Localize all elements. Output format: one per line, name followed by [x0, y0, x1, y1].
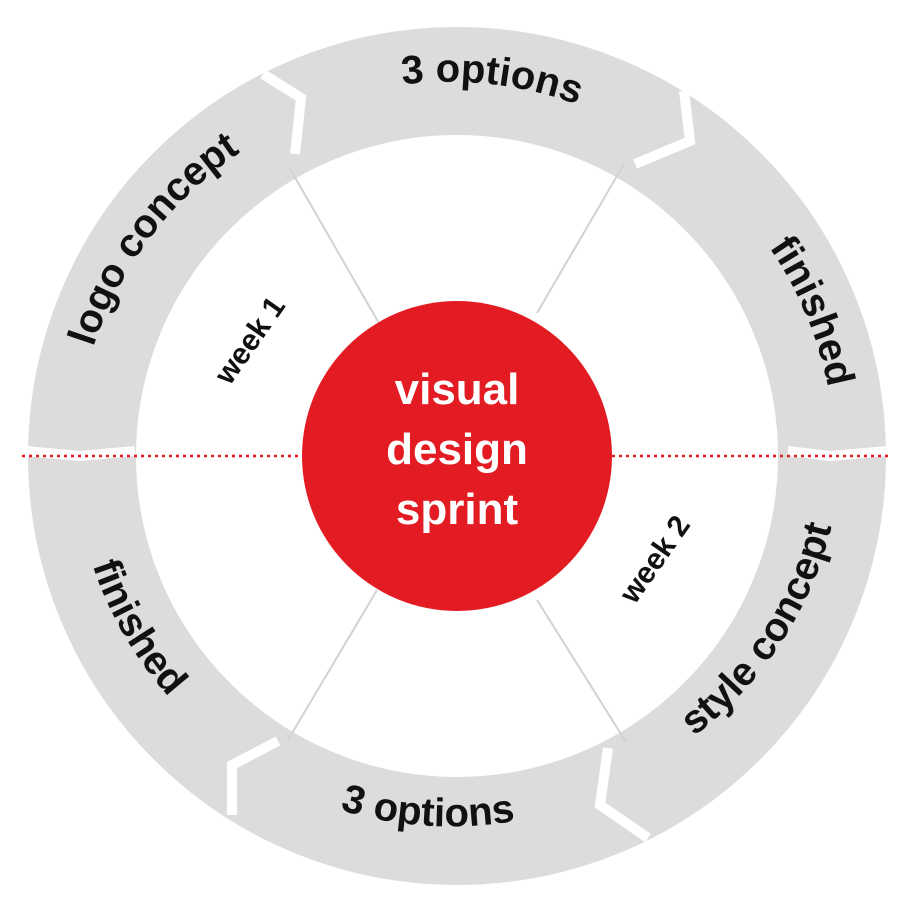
arrow-gap-2 [633, 90, 696, 169]
arrow-gap-5 [227, 736, 281, 815]
spoke-lower-right [536, 599, 627, 743]
week-2-label: week 2 [613, 510, 697, 610]
spoke-upper-left [288, 166, 381, 326]
center-circle [302, 301, 612, 611]
arrow-gap-4 [594, 747, 651, 843]
week-1-label: week 1 [208, 291, 292, 391]
center-line-1: visual [395, 365, 520, 414]
spokes [287, 163, 627, 743]
ring-arrow-gaps [24, 69, 889, 843]
center-line-3: sprint [396, 485, 519, 534]
center-badge: visual design sprint [302, 301, 612, 611]
spoke-upper-right [536, 163, 625, 314]
spoke-lower-left [287, 589, 378, 741]
arrow-gap-1 [260, 69, 307, 155]
center-line-2: design [386, 425, 528, 474]
